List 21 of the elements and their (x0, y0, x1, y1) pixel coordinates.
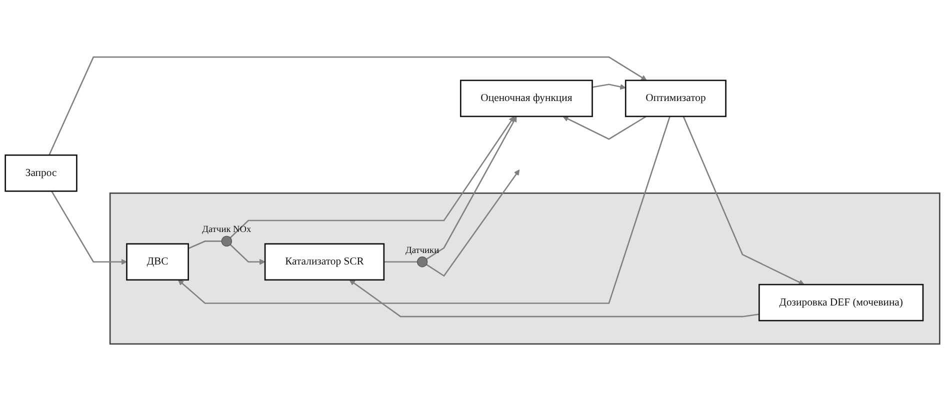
process-box: Дозировка DEF (мочевина) (758, 284, 924, 322)
arrow (178, 116, 670, 304)
sensor-circle (221, 236, 232, 247)
process-box: Катализатор SCR (264, 243, 385, 281)
process-box: Оценочная функция (460, 80, 593, 118)
arrow (349, 280, 760, 318)
arrow (426, 170, 520, 277)
arrow (682, 116, 804, 285)
arrow (562, 116, 646, 140)
process-box: ДВС (126, 243, 189, 281)
arrow (51, 190, 128, 265)
arrow (48, 56, 647, 156)
process-box: Запрос (4, 154, 78, 192)
sensor-circle (416, 256, 428, 268)
arrow (230, 116, 515, 238)
process-box: Оптимизатор (624, 80, 726, 118)
arrow (426, 116, 517, 260)
arrow (592, 84, 626, 90)
arrow (230, 244, 266, 265)
sensor-label: Датчики (406, 246, 440, 256)
sensor-label: Датчик NOx (202, 225, 252, 236)
